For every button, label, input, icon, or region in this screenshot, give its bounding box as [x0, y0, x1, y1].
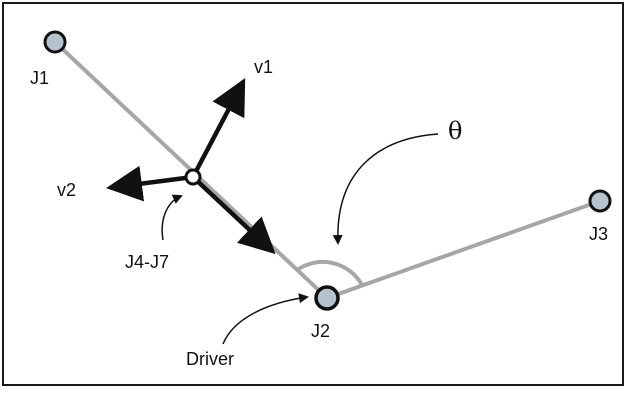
label-j1: J1: [30, 68, 49, 88]
label-v1: v1: [254, 57, 273, 77]
joint-j2-driver: [314, 285, 340, 311]
joint-j3: [588, 189, 612, 213]
joint-j1: [43, 30, 67, 54]
label-j3: J3: [589, 224, 608, 244]
vector-v3: [191, 175, 276, 255]
label-driver: Driver: [186, 349, 234, 369]
angle-arc: [295, 259, 364, 287]
label-j2: J2: [311, 321, 330, 341]
vector-v1: [191, 78, 246, 179]
label-theta: θ: [448, 117, 462, 145]
joint-j4-j7: [184, 168, 202, 186]
label-j4-j7: J4-J7: [125, 252, 169, 272]
vector-v2: [106, 165, 194, 202]
j4-j7-pointer-arrow: [161, 194, 183, 241]
link-j2-j3: [326, 199, 601, 300]
label-v2: v2: [57, 180, 76, 200]
theta-pointer-arrow: [332, 133, 439, 245]
driver-pointer-arrow: [222, 293, 309, 345]
